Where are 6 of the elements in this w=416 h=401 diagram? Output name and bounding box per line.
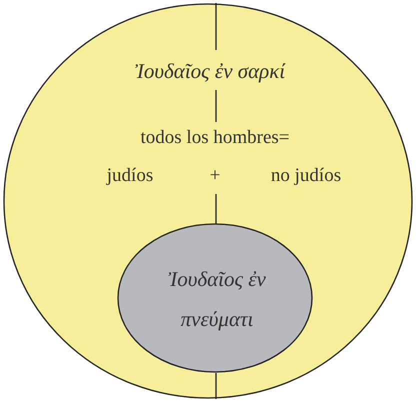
region-label: Ἰουδαῖος ἐν σαρκί: [134, 60, 286, 82]
region-label: todos los hombres=: [140, 127, 290, 149]
region-label: judíos: [106, 165, 154, 187]
region-label: +: [210, 165, 220, 187]
region-label: no judíos: [270, 165, 342, 187]
region-label: Ἰουδαῖος ἐν πνεύματι: [167, 266, 267, 333]
